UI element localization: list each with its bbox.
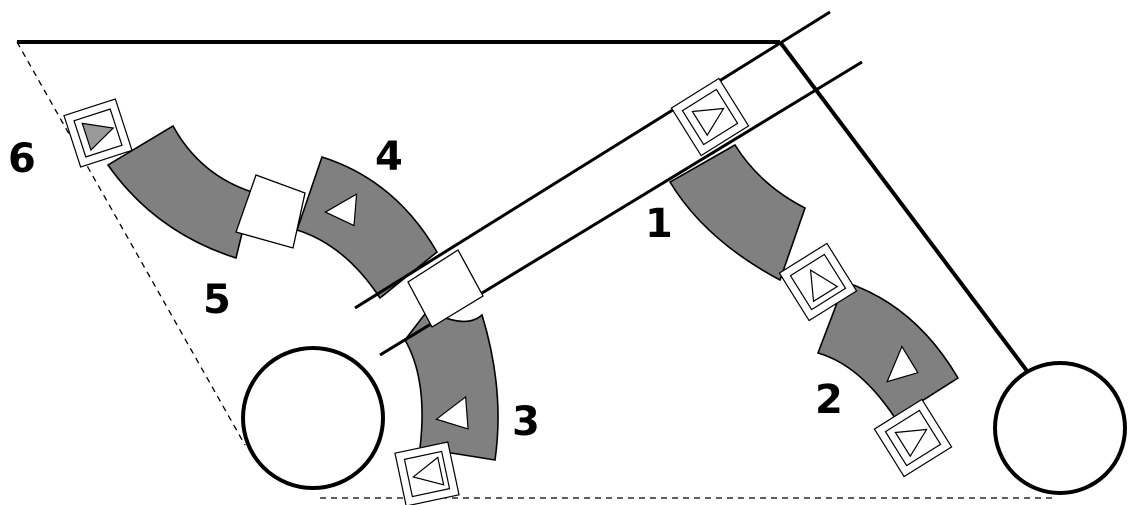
right-support-strut	[778, 40, 1032, 377]
arm-segment-5	[106, 124, 253, 260]
rail-carriage	[407, 249, 484, 328]
triangle-icon	[894, 428, 928, 458]
joint-4-5	[235, 174, 306, 249]
label-1: 1	[645, 201, 673, 247]
segment-4-triangle	[324, 192, 358, 227]
arm-segment-4	[295, 156, 439, 300]
label-4: 4	[375, 134, 403, 180]
arm-segment-1	[668, 143, 806, 282]
left-wheel	[241, 346, 385, 490]
arm-segment-3	[404, 308, 499, 461]
label-6: 6	[8, 136, 36, 182]
triangle-icon	[809, 268, 839, 303]
label-5: 5	[203, 277, 231, 323]
triangle-icon	[81, 122, 115, 152]
joint-1-2	[778, 242, 858, 322]
triangle-icon	[411, 456, 445, 486]
label-2: 2	[815, 377, 843, 423]
end-effector-3	[394, 441, 460, 505]
arm-segment-2	[816, 281, 960, 420]
segment-2-triangle	[886, 345, 919, 383]
rail-upper-edge	[354, 10, 831, 310]
right-wheel	[993, 361, 1127, 495]
label-3: 3	[512, 399, 540, 445]
segment-3-triangle	[435, 395, 469, 430]
end-effector-6	[63, 98, 133, 168]
left-dashed-guide	[16, 41, 246, 446]
end-effector-2	[873, 398, 953, 478]
triangle-icon	[691, 107, 725, 137]
joint-rail-top	[670, 77, 750, 157]
